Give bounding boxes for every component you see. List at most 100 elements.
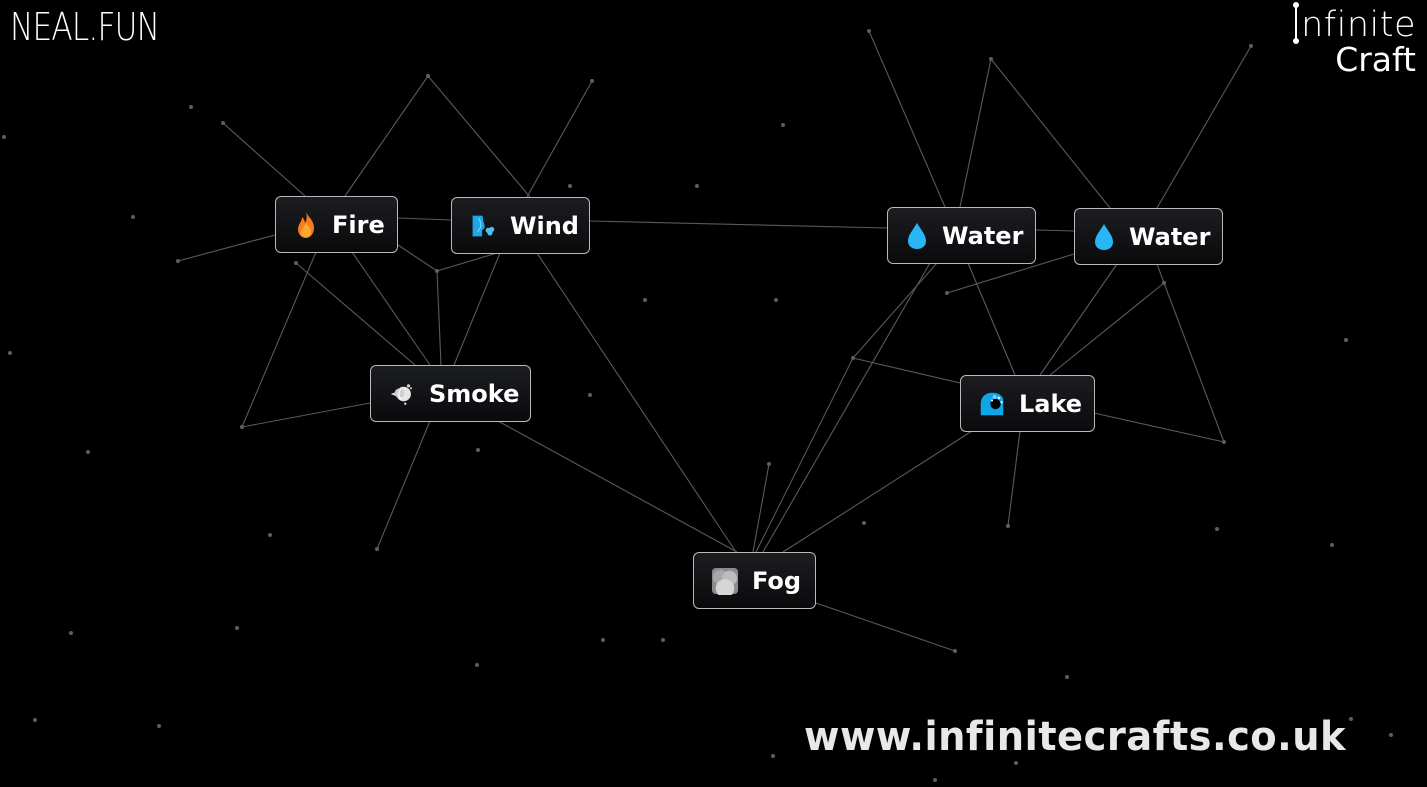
star-dot <box>2 135 6 139</box>
element-water[interactable]: Water <box>887 207 1036 264</box>
star-dot <box>294 261 298 265</box>
connection-line <box>536 252 737 553</box>
star-dot <box>69 631 73 635</box>
star-dot <box>435 269 439 273</box>
water-drop-icon <box>1093 223 1115 250</box>
connection-line <box>752 463 770 553</box>
element-label: Fire <box>332 210 385 239</box>
star-dot <box>953 649 957 653</box>
star-dot <box>221 121 225 125</box>
element-wind[interactable]: Wind <box>451 197 590 254</box>
connection-line <box>959 58 992 208</box>
star-dot <box>1249 44 1253 48</box>
star-dot <box>1349 717 1353 721</box>
element-label: Smoke <box>429 379 520 408</box>
element-label: Wind <box>510 211 579 240</box>
star-dot <box>8 351 12 355</box>
connection-line <box>1156 45 1252 209</box>
connection-lines <box>177 30 1252 652</box>
element-lake[interactable]: Lake <box>960 375 1095 432</box>
connection-line <box>755 357 854 553</box>
star-dot <box>590 79 594 83</box>
star-dot <box>774 298 778 302</box>
connection-line <box>1007 430 1021 527</box>
star-dot <box>989 57 993 61</box>
star-dot <box>240 425 244 429</box>
star-dot <box>476 448 480 452</box>
star-dot <box>176 259 180 263</box>
connection-line <box>376 420 431 550</box>
star-dot <box>86 450 90 454</box>
connection-line <box>990 58 1111 209</box>
star-dot <box>568 184 572 188</box>
connection-line <box>1049 282 1165 376</box>
connection-line <box>868 30 946 208</box>
website-watermark: www.infinitecrafts.co.uk <box>804 714 1347 760</box>
star-dot <box>945 291 949 295</box>
connection-line <box>436 270 442 366</box>
connection-line <box>1039 263 1118 376</box>
connection-line <box>946 253 1075 294</box>
element-water[interactable]: Water <box>1074 208 1223 265</box>
connection-line <box>1035 229 1075 232</box>
connection-line <box>177 234 276 262</box>
element-smoke[interactable]: Smoke <box>370 365 531 422</box>
connection-line <box>453 252 501 366</box>
star-dot <box>1014 761 1018 765</box>
star-dot <box>375 547 379 551</box>
star-dot <box>695 184 699 188</box>
star-dot <box>1006 524 1010 528</box>
lake-wave-icon <box>979 391 1005 417</box>
connection-line <box>967 262 1016 376</box>
connection-line <box>351 251 431 366</box>
star-dot <box>588 393 592 397</box>
star-dot <box>771 754 775 758</box>
wind-icon <box>470 213 496 239</box>
smoke-icon <box>389 381 415 407</box>
connection-line <box>782 430 973 553</box>
connection-line <box>526 80 593 198</box>
element-fog[interactable]: Fog <box>693 552 816 609</box>
star-dot <box>851 356 855 360</box>
logo-line-craft: Craft <box>1335 40 1416 79</box>
star-dot <box>933 778 937 782</box>
connection-line <box>397 244 438 272</box>
element-fire[interactable]: Fire <box>275 196 398 253</box>
star-dot <box>1389 733 1393 737</box>
connection-line <box>1156 263 1165 284</box>
neal-fun-logo[interactable]: NEAL.FUN <box>10 5 160 49</box>
water-drop-icon <box>906 222 928 249</box>
element-label: Water <box>1129 222 1211 251</box>
connection-line <box>295 262 416 366</box>
logo-i-bar-icon <box>1293 2 1300 44</box>
element-label: Lake <box>1019 389 1083 418</box>
star-dot <box>867 29 871 33</box>
star-dots <box>2 29 1393 782</box>
connection-line <box>1093 412 1225 443</box>
star-dot <box>601 638 605 642</box>
star-dot <box>33 718 37 722</box>
star-dot <box>862 521 866 525</box>
logo-line-infinite: nfinite <box>1293 2 1416 44</box>
element-label: Water <box>942 221 1024 250</box>
connection-line <box>852 262 938 359</box>
connection-line <box>436 252 498 272</box>
fog-icon <box>712 567 738 595</box>
connection-line <box>497 420 738 553</box>
infinite-craft-logo: nfinite Craft <box>1293 2 1416 79</box>
fire-icon <box>294 211 318 238</box>
connection-line <box>427 75 531 198</box>
star-dot <box>1344 338 1348 342</box>
star-dot <box>1162 281 1166 285</box>
star-dot <box>426 74 430 78</box>
star-dot <box>131 215 135 219</box>
star-dot <box>1065 675 1069 679</box>
connection-line <box>397 217 452 221</box>
connection-line <box>241 251 317 428</box>
star-dot <box>475 663 479 667</box>
star-dot <box>189 105 193 109</box>
star-dot <box>1215 527 1219 531</box>
connection-line <box>762 262 931 553</box>
connection-line <box>815 602 956 652</box>
star-dot <box>781 123 785 127</box>
